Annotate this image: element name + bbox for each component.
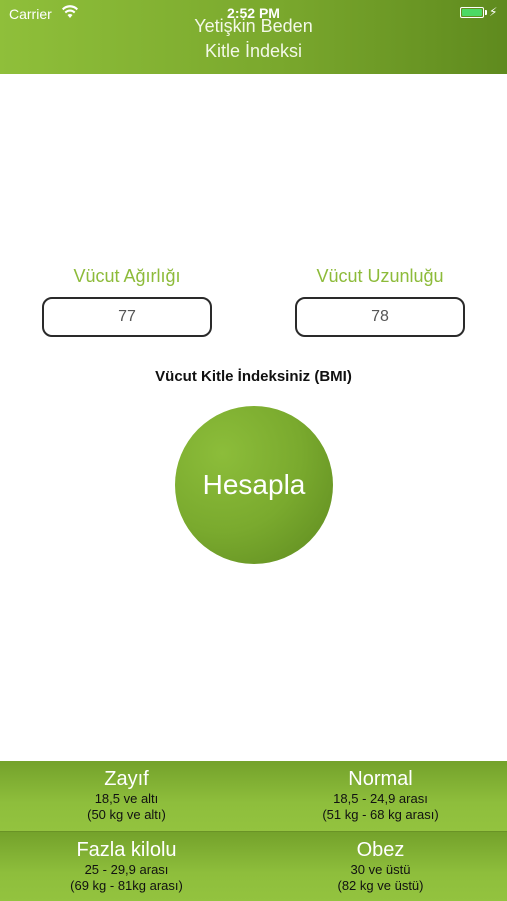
legend-cell-normal: Normal 18,5 - 24,9 arası (51 kg - 68 kg … [254,761,507,823]
status-time: 2:52 PM [227,5,280,21]
legend-cell-underweight: Zayıf 18,5 ve altı (50 kg ve altı) [0,761,253,823]
page-title: Yetişkin Beden Kitle İndeksi [0,14,507,64]
height-label: Vücut Uzunluğu [316,266,444,286]
legend-range: 18,5 - 24,9 arası [333,791,428,806]
status-bar: Carrier 2:52 PM ⚡ [0,0,507,26]
charging-bolt-icon: ⚡ [489,5,498,19]
battery-tip [485,10,487,15]
legend-title: Zayıf [104,768,149,790]
legend-range: 30 ve üstü [350,862,411,877]
legend-title: Normal [348,768,413,790]
legend-cell-obese: Obez 30 ve üstü (82 kg ve üstü) [254,832,507,894]
legend-weight: (50 kg ve altı) [87,807,166,822]
legend-row-2: Fazla kilolu 25 - 29,9 arası (69 kg - 81… [0,831,507,901]
legend-weight: (82 kg ve üstü) [337,878,424,893]
wifi-icon [62,5,78,18]
height-input[interactable] [295,297,465,337]
legend-title: Obez [356,839,405,861]
legend-title: Fazla kilolu [76,839,177,861]
legend-range: 18,5 ve altı [94,791,159,806]
legend-cell-overweight: Fazla kilolu 25 - 29,9 arası (69 kg - 81… [0,832,253,894]
legend-weight: (51 kg - 68 kg arası) [322,807,439,822]
weight-label: Vücut Ağırlığı [73,266,181,286]
weight-input[interactable] [42,297,212,337]
battery-fill [462,9,482,16]
calculate-button[interactable]: Hesapla [175,406,333,564]
battery-icon [460,7,484,18]
legend-range: 25 - 29,9 arası [84,862,169,877]
legend-row-1: Zayıf 18,5 ve altı (50 kg ve altı) Norma… [0,761,507,831]
carrier-label: Carrier [9,6,52,22]
legend-weight: (69 kg - 81kg arası) [70,878,183,893]
bmi-result-title: Vücut Kitle İndeksiniz (BMI) [155,368,352,385]
page-title-line2: Kitle İndeksi [204,41,303,61]
page-title-line1: Yetişkin Beden [194,16,313,36]
header-bar: Carrier 2:52 PM ⚡ Yetişkin Beden Kitle İ… [0,0,507,74]
